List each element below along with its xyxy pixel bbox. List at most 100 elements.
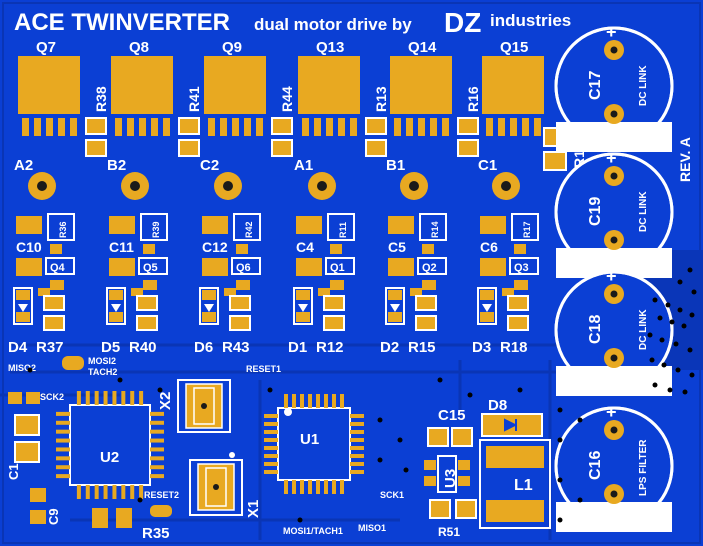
sck1-label: SCK1 bbox=[380, 490, 404, 500]
bottom-resistor-label: R12 bbox=[316, 339, 344, 356]
revision-label: REV. A bbox=[677, 137, 693, 182]
svg-text:+: + bbox=[606, 266, 617, 286]
cap-function-label: LPS FILTER bbox=[638, 439, 649, 496]
board-subtitle: dual motor drive by bbox=[254, 15, 412, 34]
gate-resistor-label: R13 bbox=[373, 86, 389, 112]
bottom-resistor-label: R15 bbox=[408, 339, 436, 356]
c1-label: C1 bbox=[6, 463, 21, 480]
via-field bbox=[27, 267, 697, 523]
diode-label: D3 bbox=[472, 339, 491, 356]
small-resistor-label: R42 bbox=[244, 221, 254, 238]
mosfet-pad bbox=[390, 56, 452, 114]
diode-label: D2 bbox=[380, 339, 399, 356]
phase-label: C2 bbox=[200, 157, 219, 174]
transistor-label: Q4 bbox=[50, 262, 66, 274]
mcu-u2-section: U2 MOSI2 TACH2 MISO2 SCK2 RESET2 C1 C9 R… bbox=[6, 356, 179, 542]
svg-text:+: + bbox=[606, 22, 617, 42]
u1-label: U1 bbox=[300, 431, 319, 448]
crystal-x1: X1 bbox=[189, 459, 262, 518]
transistor-label: Q2 bbox=[422, 262, 437, 274]
power-section: C15 D8 U3 R51 L1 bbox=[424, 397, 551, 539]
mosfet-pad bbox=[204, 56, 266, 114]
cap-c16: + C16 LPS FILTER bbox=[554, 402, 674, 532]
gate-resistor-label: R16 bbox=[465, 86, 481, 112]
diode-label: D4 bbox=[8, 339, 28, 356]
x2-label: X2 bbox=[157, 392, 174, 410]
board-title: ACE TWINVERTER bbox=[14, 9, 230, 36]
cap-ref-label: C16 bbox=[587, 451, 604, 480]
mosfet-label: Q14 bbox=[408, 39, 437, 56]
cap-function-label: DC LINK bbox=[638, 191, 649, 232]
diode-label: D1 bbox=[288, 339, 307, 356]
u3-label: U3 bbox=[442, 469, 459, 488]
reset2-label: RESET2 bbox=[144, 490, 179, 500]
cap-function-label: DC LINK bbox=[638, 65, 649, 106]
board-logo: DZ bbox=[444, 7, 481, 38]
cap-ref-label: C19 bbox=[587, 197, 604, 226]
board-company: industries bbox=[490, 11, 571, 30]
transistor-label: Q1 bbox=[330, 262, 345, 274]
capacitor-stack: + C17 DC LINK + C19 DC LINK + C18 DC LINK + C16 LPS… bbox=[554, 22, 674, 532]
c15-label: C15 bbox=[438, 407, 466, 424]
u2-label: U2 bbox=[100, 449, 119, 466]
bootstrap-cap-label: C12 bbox=[202, 239, 228, 255]
cap-ref-label: C17 bbox=[587, 71, 604, 100]
phase-label: A2 bbox=[14, 157, 33, 174]
mosfet-pad bbox=[18, 56, 80, 114]
bottom-resistor-label: R18 bbox=[500, 339, 528, 356]
tach2-label: TACH2 bbox=[88, 367, 117, 377]
bootstrap-cap-label: C10 bbox=[16, 239, 42, 255]
reset1-label: RESET1 bbox=[246, 364, 281, 374]
l1-label: L1 bbox=[514, 477, 533, 494]
bootstrap-cap-label: C11 bbox=[109, 239, 134, 255]
cap-function-label: DC LINK bbox=[638, 309, 649, 350]
cap-c17: + C17 DC LINK bbox=[554, 22, 674, 152]
mosfet-label: Q15 bbox=[500, 39, 528, 56]
mosfet-pad bbox=[111, 56, 173, 114]
gate-resistor-label: R44 bbox=[279, 86, 295, 112]
phase-label: C1 bbox=[478, 157, 497, 174]
cap-ref-label: C18 bbox=[587, 315, 604, 344]
mosi1-label: MOSI1/TACH1 bbox=[283, 526, 343, 536]
bootstrap-cap-label: C5 bbox=[388, 239, 406, 255]
c9-label: C9 bbox=[46, 508, 61, 525]
mosfet-label: Q9 bbox=[222, 39, 242, 56]
mcu-u1-section: U1 RESET1 MOSI1/TACH1 MISO1 SCK1 bbox=[229, 364, 404, 536]
miso2-label: MISO2 bbox=[8, 363, 36, 373]
bootstrap-cap-label: C4 bbox=[296, 239, 314, 255]
transistor-label: Q5 bbox=[143, 262, 158, 274]
miso1-label: MISO1 bbox=[358, 523, 386, 533]
mosfet-pad bbox=[298, 56, 360, 114]
mosfet-pad bbox=[482, 56, 544, 114]
bottom-resistor-label: R43 bbox=[222, 339, 250, 356]
phase-label: A1 bbox=[294, 157, 313, 174]
small-resistor-label: R36 bbox=[58, 221, 68, 238]
svg-text:+: + bbox=[606, 402, 617, 422]
small-resistor-label: R11 bbox=[338, 222, 348, 238]
transistor-label: Q3 bbox=[514, 262, 529, 274]
transistor-label: Q6 bbox=[236, 262, 251, 274]
svg-text:+: + bbox=[606, 148, 617, 168]
diode-label: D6 bbox=[194, 339, 213, 356]
mosfet-label: Q7 bbox=[36, 39, 56, 56]
phase-label: B2 bbox=[107, 157, 126, 174]
gate-resistor-label: R38 bbox=[93, 86, 109, 112]
bottom-resistor-label: R37 bbox=[36, 339, 64, 356]
d8-label: D8 bbox=[488, 397, 507, 414]
mosfet-label: Q8 bbox=[129, 39, 149, 56]
mosfet-label: Q13 bbox=[316, 39, 344, 56]
x1-label: X1 bbox=[245, 500, 262, 518]
sck2-label: SCK2 bbox=[40, 392, 64, 402]
cap-c18: + C18 DC LINK bbox=[554, 266, 674, 396]
bottom-resistor-label: R40 bbox=[129, 339, 157, 356]
crystal-x2: X2 bbox=[157, 379, 231, 433]
bootstrap-cap-label: C6 bbox=[480, 239, 498, 255]
r51-label: R51 bbox=[438, 525, 460, 539]
